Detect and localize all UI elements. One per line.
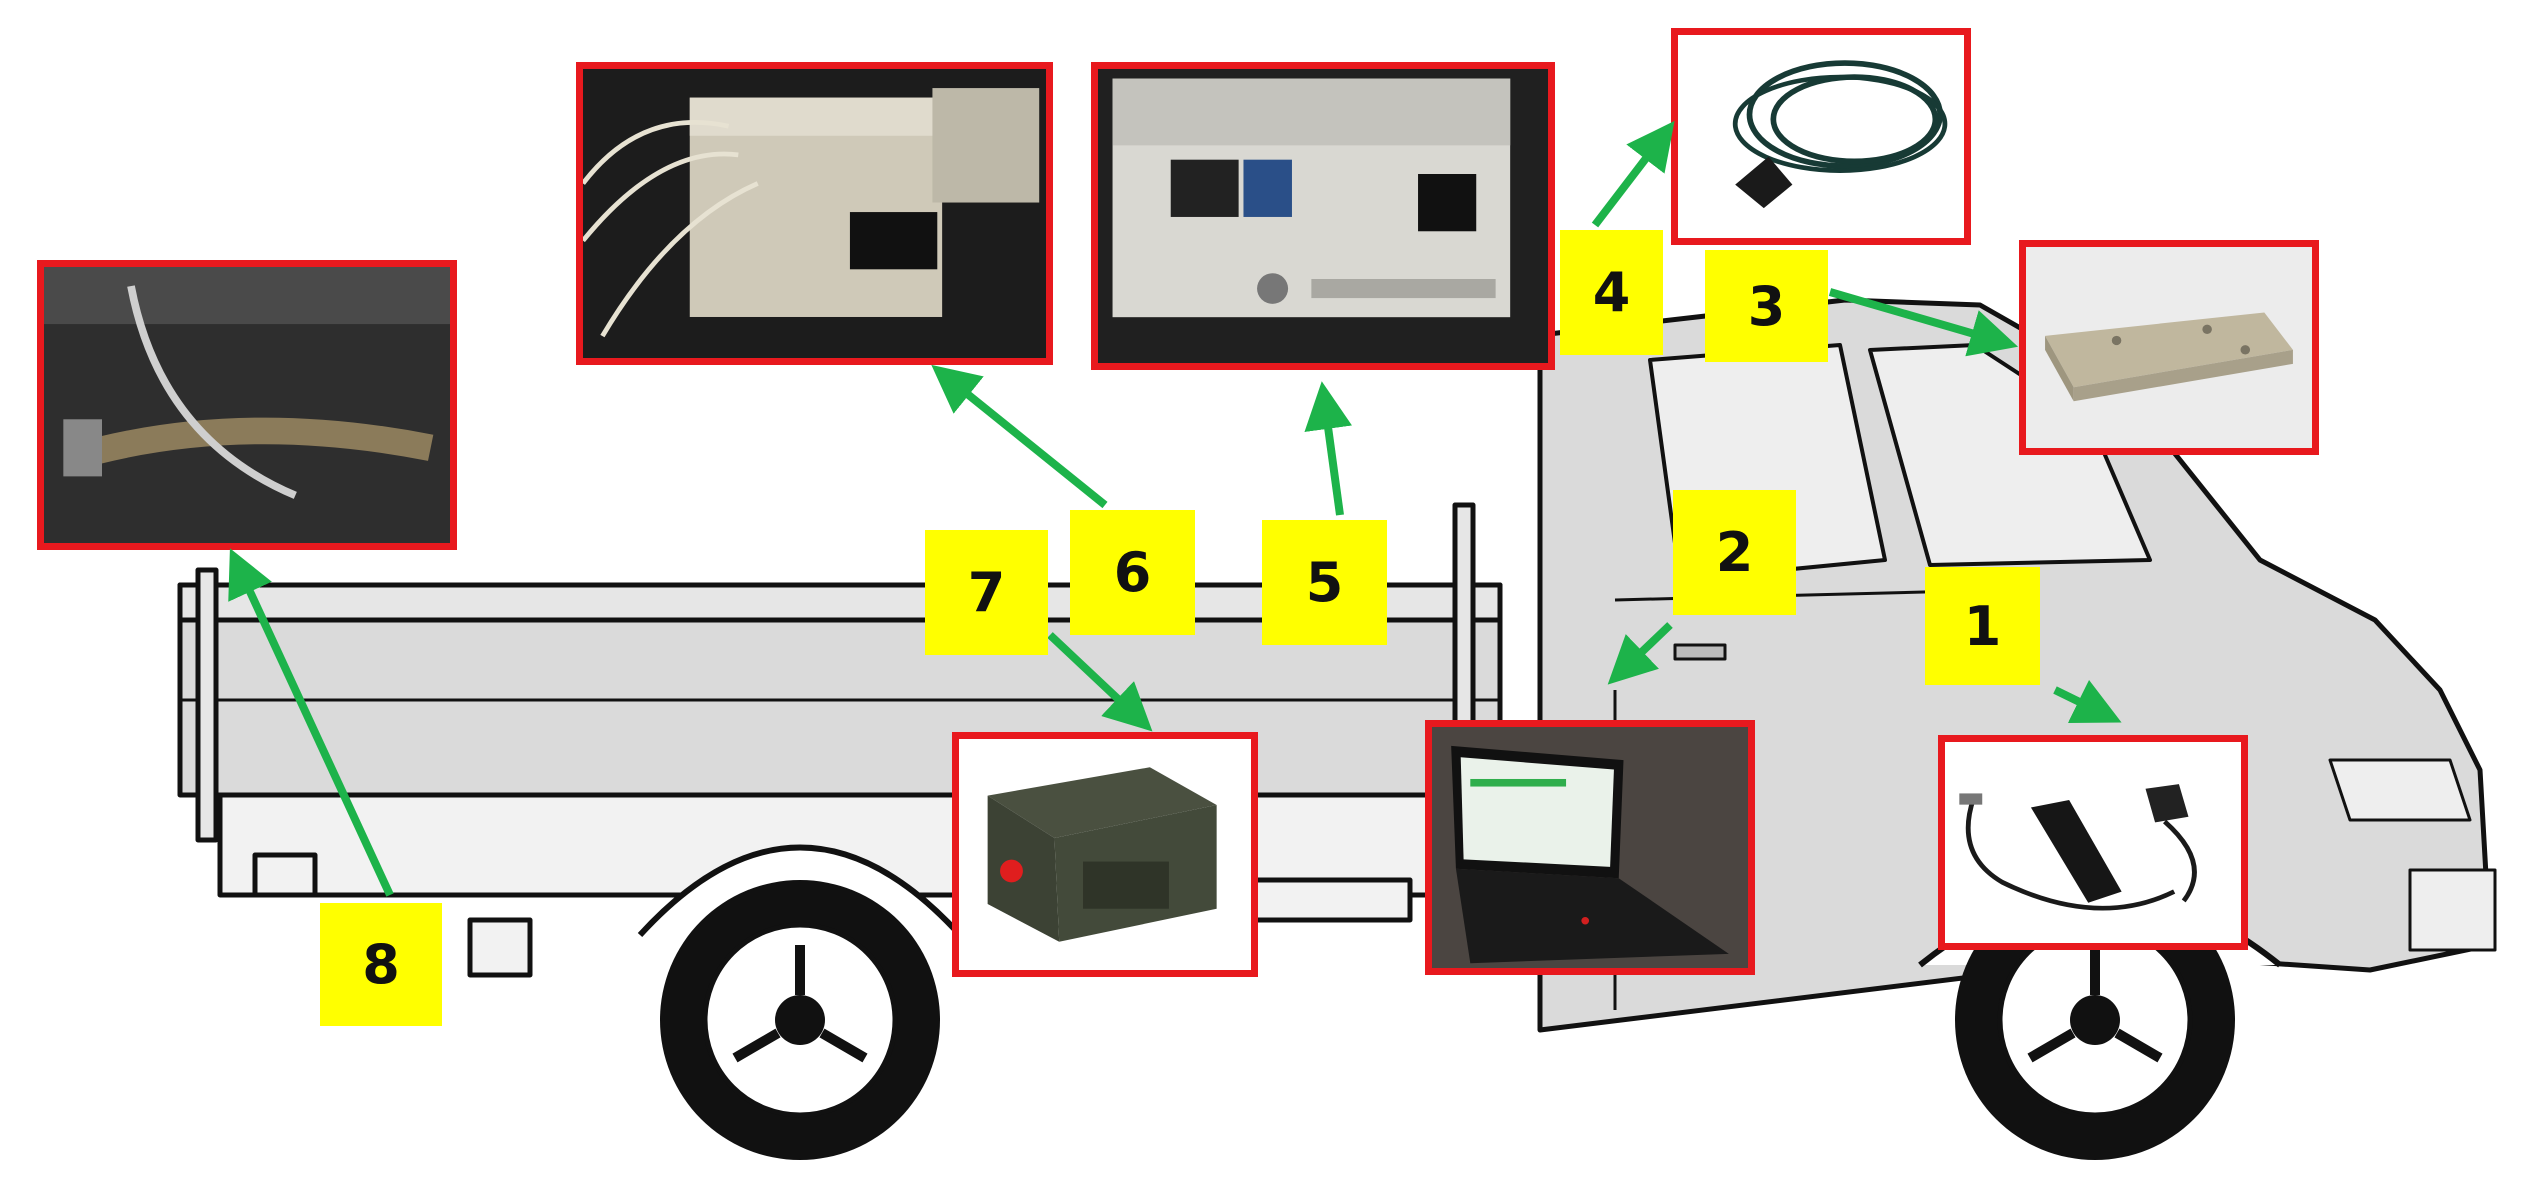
analyzer-unit-photo bbox=[583, 69, 1046, 358]
exhaust-probe-photo bbox=[44, 267, 450, 543]
gps-antenna-cable-photo bbox=[1678, 35, 1964, 238]
door-handle bbox=[1673, 643, 1727, 661]
rear-bumper bbox=[252, 852, 318, 898]
label-6: 6 bbox=[1070, 510, 1195, 635]
bed-post-rear bbox=[195, 567, 219, 843]
exhaust-stub bbox=[467, 917, 533, 978]
battery-case-photo bbox=[959, 739, 1251, 970]
laptop-photo bbox=[1432, 727, 1748, 968]
front-wheel bbox=[1955, 880, 2235, 1160]
photo-analyzer-unit bbox=[576, 62, 1053, 365]
usb-gps-dongle-photo bbox=[1945, 742, 2241, 943]
photo-gps-antenna-cable bbox=[1671, 28, 1971, 245]
photo-rack-instrument bbox=[1091, 62, 1555, 370]
headlight bbox=[2328, 758, 2472, 822]
metal-sensor-box-photo bbox=[2026, 247, 2312, 448]
rack-instrument-photo bbox=[1098, 69, 1548, 363]
front-bumper bbox=[2408, 868, 2497, 952]
photo-laptop bbox=[1425, 720, 1755, 975]
photo-metal-sensor-box bbox=[2019, 240, 2319, 455]
photo-exhaust-probe bbox=[37, 260, 457, 550]
label-3: 3 bbox=[1705, 250, 1828, 362]
label-4: 4 bbox=[1560, 230, 1663, 355]
photo-usb-gps-dongle bbox=[1938, 735, 2248, 950]
label-5: 5 bbox=[1262, 520, 1387, 645]
label-7: 7 bbox=[925, 530, 1048, 655]
photo-battery-case bbox=[952, 732, 1258, 977]
windshield bbox=[1868, 343, 2152, 567]
rear-wheel bbox=[660, 880, 940, 1160]
label-8: 8 bbox=[320, 903, 442, 1026]
label-2: 2 bbox=[1673, 490, 1796, 615]
label-1: 1 bbox=[1925, 567, 2040, 685]
